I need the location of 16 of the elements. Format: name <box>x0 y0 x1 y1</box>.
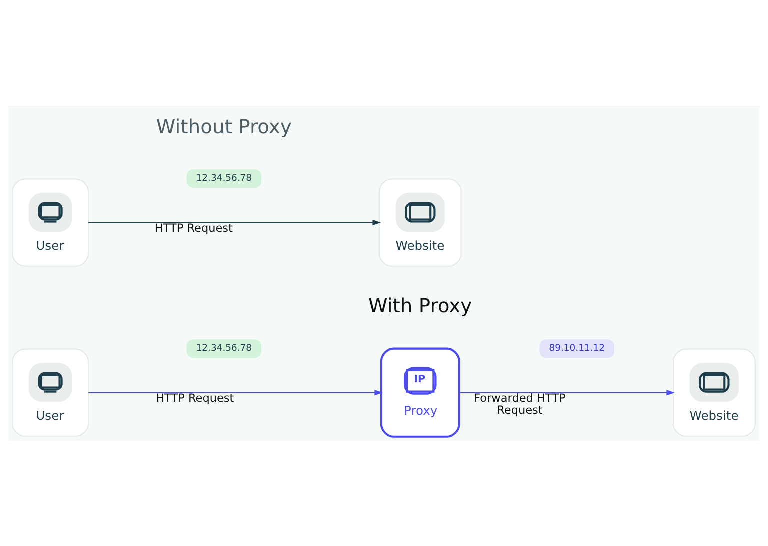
edge-label: Forwarded HTTP Request <box>474 391 566 417</box>
label: With Proxy <box>368 294 472 318</box>
node-box: Website <box>672 348 756 436</box>
node-box: IP Proxy <box>380 347 460 438</box>
node-box: 12.34.56.78 <box>186 339 262 358</box>
node-box: User <box>12 178 89 266</box>
edge-label: HTTP Request <box>154 221 233 234</box>
label: Without Proxy <box>156 114 292 138</box>
arrow <box>88 389 383 396</box>
node-box: 89.10.11.12 <box>540 339 614 358</box>
edge-label: HTTP Request <box>156 391 234 404</box>
node-box: Website <box>378 178 462 266</box>
arrow <box>460 389 675 396</box>
node-box: User <box>12 348 89 436</box>
arrow <box>88 219 381 226</box>
node-box: 12.34.56.78 <box>186 169 262 188</box>
